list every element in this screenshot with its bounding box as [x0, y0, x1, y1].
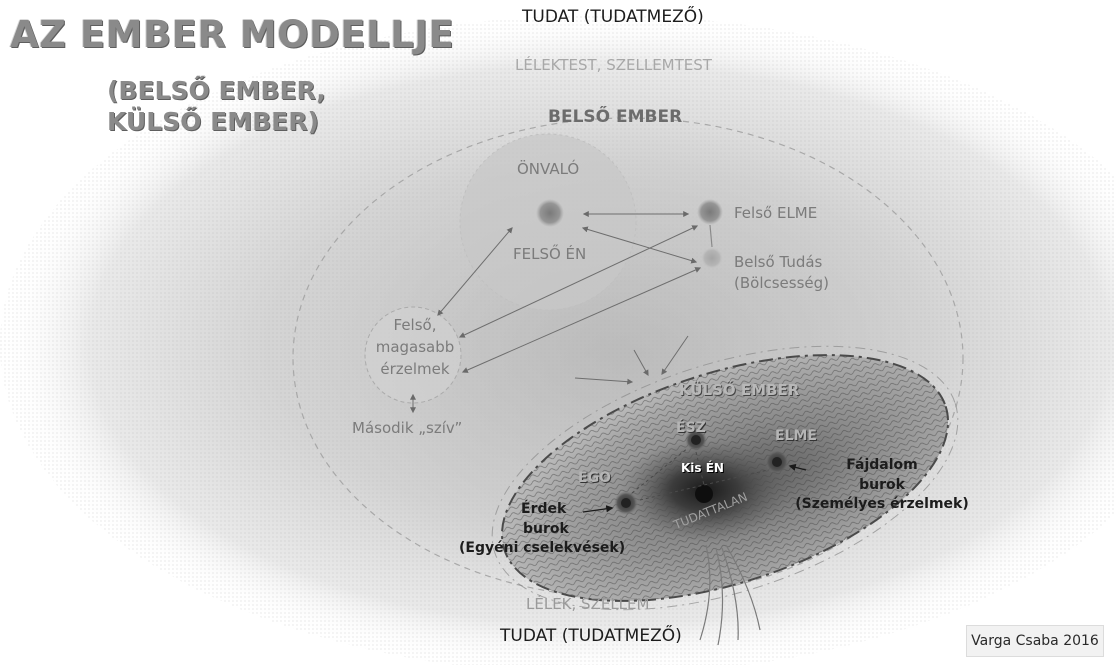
author-credit: Varga Csaba 2016 [966, 625, 1104, 657]
label-kis-en: Kis ÉN [681, 461, 724, 475]
fajdalom-line-1: Fájdalom [846, 457, 918, 473]
erdek-line-3: (Egyéni cselekvések) [459, 540, 626, 557]
label-tudat-top: TUDAT (TUDATMEZŐ) [522, 7, 704, 27]
label-lelektest: LÉLEKTEST, SZELLEMTEST [515, 56, 712, 74]
label-erdek-burok: Érdek burok (Egyéni cselekvések) [459, 500, 659, 559]
label-fajdalom-burok: Fájdalom burok (Személyes érzelmek) [790, 456, 974, 515]
fajdalom-line-3: (Személyes érzelmek) [795, 496, 969, 513]
felso-erzelmek-line-2: magasabb [375, 337, 455, 356]
label-lelek-szellem: LÉLEK, SZELLEM [526, 595, 650, 613]
label-kulso-ember: KÜLSŐ EMBER [679, 381, 800, 399]
label-felso-en: FELSŐ ÉN [513, 245, 587, 263]
label-felso-elme: Felső ELME [734, 204, 818, 222]
label-felso-erzelmek: Felső, magasabb érzelmek [360, 315, 470, 380]
label-belso-ember: BELSŐ EMBER [548, 107, 683, 127]
label-elme: ELME [775, 428, 817, 444]
label-tudat-bottom: TUDAT (TUDATMEZŐ) [500, 626, 682, 646]
label-ego: EGO [578, 470, 611, 486]
felso-erzelmek-line-3: érzelmek [380, 359, 450, 378]
label-esz: ÉSZ [676, 420, 706, 436]
label-onvalo: ÖNVALÓ [517, 160, 580, 178]
erdek-line-1: Érdek [521, 501, 567, 517]
fajdalom-line-2: burok [859, 476, 905, 493]
erdek-line-2: burok [523, 520, 569, 537]
belso-tudas-line-2: (Bölcsesség) [734, 274, 830, 292]
label-masodik-sziv: Második „szív” [352, 419, 463, 437]
diagram-title: AZ EMBER MODELLJE [10, 13, 455, 56]
belso-tudas-line-1: Belső Tudás [734, 253, 823, 271]
label-belso-tudas: Belső Tudás (Bölcsesség) [734, 252, 829, 294]
diagram-subtitle: (BELSŐ EMBER, KÜLSŐ EMBER) [107, 76, 326, 137]
subtitle-line-1: (BELSŐ EMBER, [107, 76, 326, 105]
subtitle-line-2: KÜLSŐ EMBER) [107, 106, 319, 136]
felso-erzelmek-line-1: Felső, [393, 316, 437, 334]
